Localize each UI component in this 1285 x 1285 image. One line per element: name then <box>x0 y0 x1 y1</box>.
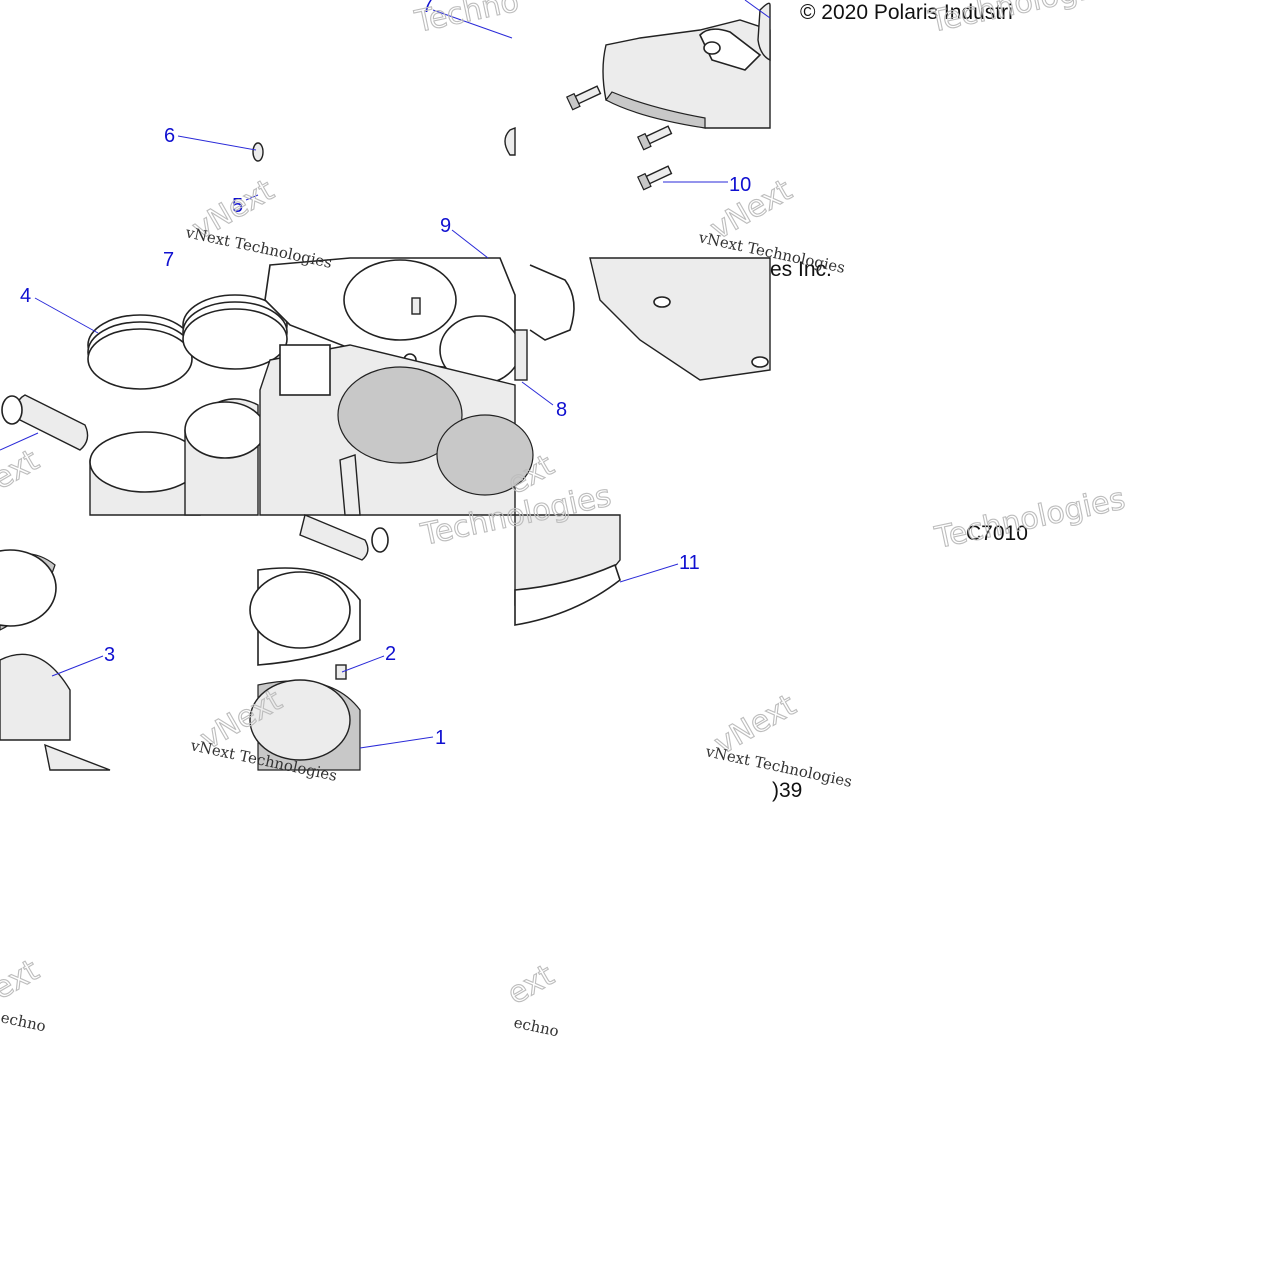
callout-7b: 7 <box>163 249 174 271</box>
callout-5: 5 <box>232 195 243 217</box>
watermarks: Techno Technologies vNext vNext vNext vN… <box>0 0 1129 1040</box>
callout-10: 10 <box>729 174 751 196</box>
callout-9: 9 <box>440 215 451 237</box>
upper-cylinder-right <box>589 257 771 381</box>
outlet-housing <box>602 2 771 129</box>
watermark-ext-4: ext <box>502 958 561 1012</box>
cylinder-block <box>259 344 534 516</box>
head-gasket <box>264 257 521 392</box>
callouts: 1 2 3 4 5 6 7 7 8 9 10 11 <box>20 0 751 749</box>
copyright-text: © 2020 Polaris Industri <box>800 1 1013 24</box>
watermark-techno-2: Technologies <box>925 0 1122 40</box>
watermark-ext-3: ext <box>0 953 45 1007</box>
callout-4: 4 <box>20 285 31 307</box>
watermark-tech-4: Technologies <box>931 482 1128 557</box>
piston-rings-4 <box>87 294 288 390</box>
watermark-techno-1: Techno <box>411 0 522 40</box>
callout-11: 11 <box>679 552 700 574</box>
bolts-10 <box>565 85 673 191</box>
pin-clip-5-6 <box>252 126 516 162</box>
copyright-tail: es Inc. <box>770 258 832 281</box>
callout-6: 6 <box>164 125 175 147</box>
callout-1: 1 <box>435 727 446 749</box>
o-ring-seal <box>514 264 575 381</box>
lower-cylinder <box>249 514 389 771</box>
watermark-ext-1: ext <box>0 443 45 497</box>
callout-3: 3 <box>104 644 115 666</box>
watermark-small-5: echno <box>0 1008 48 1035</box>
title-block: © 2020 Polaris Industri es Inc. C7010 )3… <box>770 1 1028 802</box>
drawing-number: C7010 <box>966 522 1028 545</box>
callout-2: 2 <box>385 643 396 665</box>
callout-8: 8 <box>556 399 567 421</box>
cylinder-11 <box>514 514 621 626</box>
leader-lines <box>0 0 771 749</box>
watermark-small-1: vNext Technologies <box>183 223 333 272</box>
wrist-pin <box>1 394 89 451</box>
callout-7: 7 <box>422 0 433 17</box>
watermark-small-6: echno <box>512 1013 560 1040</box>
drawing-suffix: )39 <box>772 779 802 802</box>
